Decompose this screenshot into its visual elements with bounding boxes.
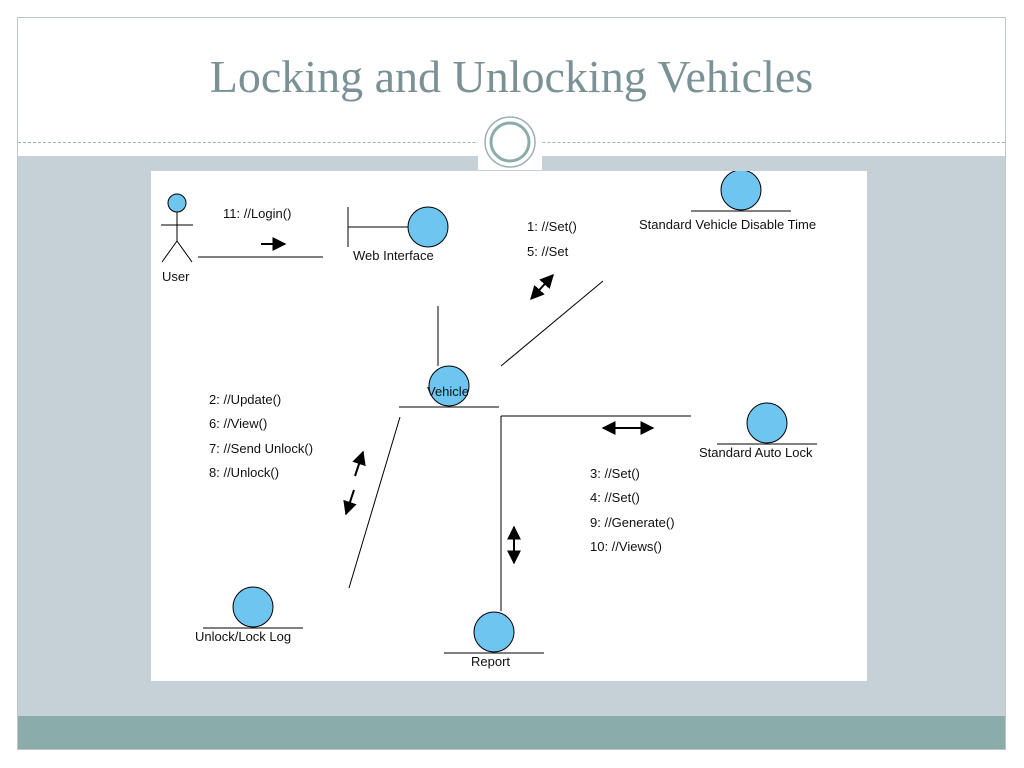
slide-title: Locking and Unlocking Vehicles xyxy=(209,51,814,102)
footer-bar xyxy=(18,716,1005,749)
auto-lock-entity-icon xyxy=(717,402,817,445)
decorative-ring-icon xyxy=(478,114,542,170)
user-actor-icon xyxy=(161,193,193,263)
message-set-5: 5: //Set xyxy=(527,244,569,259)
auto-lock-label: Standard Auto Lock xyxy=(699,445,813,460)
vehicle-entity-icon xyxy=(399,365,499,408)
report-label: Report xyxy=(471,654,510,669)
arrow-log-down-icon xyxy=(343,489,357,516)
message-unlock-8: 8: //Unlock() xyxy=(209,465,279,480)
message-set-1: 1: //Set() xyxy=(527,219,577,234)
collaboration-diagram: User 11: //Login() Web Interface Vehicle… xyxy=(151,171,867,681)
log-entity-icon xyxy=(203,586,303,629)
web-interface-label: Web Interface xyxy=(353,248,434,263)
message-login: 11: //Login() xyxy=(223,206,291,221)
message-view-6: 6: //View() xyxy=(209,416,267,431)
arrow-disable-time-icon xyxy=(530,273,554,301)
disable-time-entity-icon xyxy=(691,171,791,212)
disable-time-label: Standard Vehicle Disable Time xyxy=(639,217,816,232)
message-views-10: 10: //Views() xyxy=(590,539,662,554)
web-interface-boundary-icon xyxy=(347,206,449,248)
user-label: User xyxy=(162,269,190,284)
link-vehicle-disable-time xyxy=(500,280,604,367)
log-label: Unlock/Lock Log xyxy=(195,629,291,644)
message-update-2: 2: //Update() xyxy=(209,392,281,407)
message-set-4: 4: //Set() xyxy=(590,490,640,505)
message-generate-9: 9: //Generate() xyxy=(590,515,675,530)
message-send-unlock-7: 7: //Send Unlock() xyxy=(209,441,313,456)
report-entity-icon xyxy=(444,611,544,654)
message-set-3: 3: //Set() xyxy=(590,466,640,481)
vehicle-label: Vehicle xyxy=(427,384,469,399)
arrow-log-up-icon xyxy=(352,450,366,477)
link-vehicle-log xyxy=(348,416,401,589)
